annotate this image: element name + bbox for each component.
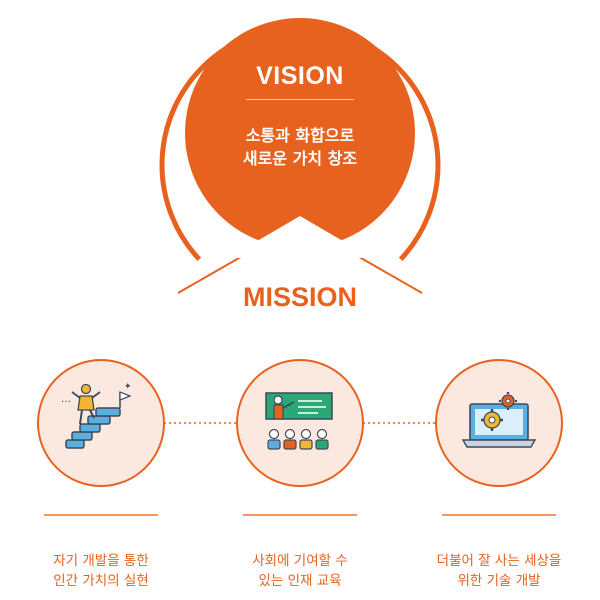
mission-item-2-line-1: 사회에 기여할 수 [252,553,348,569]
vision-statement: 소통과 화합으로 새로운 가치 창조 [200,124,400,170]
laptop-gears-icon [461,392,537,448]
mission-item-3-divider [442,514,556,516]
climbing-stairs-icon: … ✦ [61,382,132,449]
mission-item-1-caption: 자기 개발을 통한 인간 가치의 실현 [6,551,196,591]
mission-title: MISSION [242,282,357,312]
mission-item-1-divider [44,514,158,516]
vision-circle [185,18,415,248]
mission-item-3-line-2: 위한 기술 개발 [457,573,541,589]
vision-title: VISION [256,62,344,90]
mission-item-3-circle [435,359,563,487]
vision-notch [228,216,372,258]
mission-item-3-caption: 더불어 잘 사는 세상을 위한 기술 개발 [404,551,594,591]
mission-item-1-circle: … ✦ [37,359,165,487]
mission-item-2-circle [236,359,364,487]
mission-item-3-line-1: 더불어 잘 사는 세상을 [436,553,562,569]
mission-item-1-line-1: 자기 개발을 통한 [53,553,149,569]
mission-item-2-divider [243,514,357,516]
mission-item-1-line-2: 인간 가치의 실현 [53,573,149,589]
mission-item-2-caption: 사회에 기여할 수 있는 인재 교육 [205,551,395,591]
svg-text:✦: ✦ [124,382,132,392]
vision-divider [246,99,354,100]
vision-line-1: 소통과 화합으로 [245,126,355,145]
teacher-students-icon [265,392,333,450]
mission-item-2-line-2: 있는 인재 교육 [258,573,342,589]
svg-text:…: … [61,394,71,405]
vision-line-2: 새로운 가치 창조 [242,149,358,168]
